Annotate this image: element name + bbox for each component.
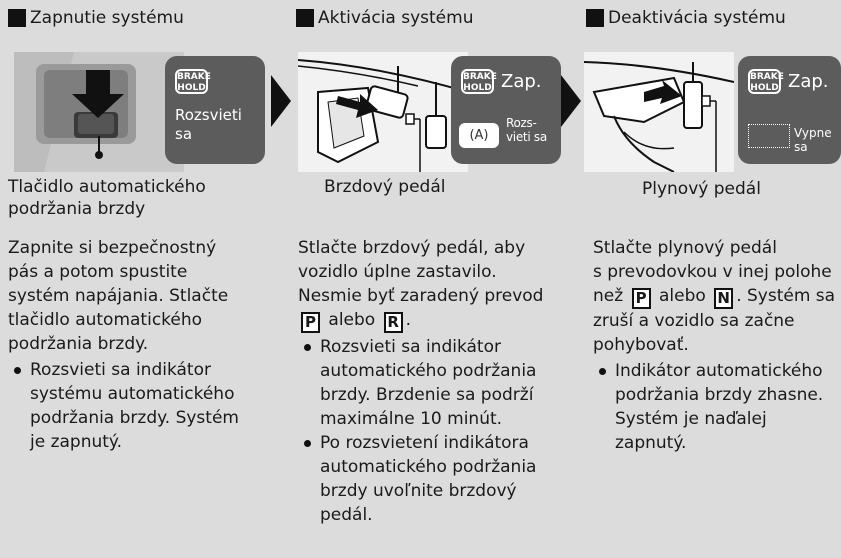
bullet-item: Indikátor automatického podržania brzdy …: [593, 359, 841, 455]
text-line: Rozsvieti sa indikátor: [30, 360, 211, 380]
panel-line: sa: [175, 125, 193, 143]
bullet-item: Rozsvieti sa indikátor automatického pod…: [298, 335, 581, 431]
accelerator-pedal-illustration: [584, 52, 754, 172]
badge-line: BRAKE: [177, 72, 211, 82]
brake-pedal-illustration: [298, 52, 468, 172]
text-line: automatického podržania: [320, 457, 537, 477]
badge-line: BRAKE: [463, 72, 497, 82]
brake-hold-button-photo: [14, 52, 184, 172]
panel-line: Rozsvieti: [175, 106, 242, 124]
text-word: alebo: [328, 310, 376, 330]
text-line: zapnutý.: [615, 433, 687, 453]
gear-r-symbol: R: [383, 312, 403, 333]
text-line: Rozsvieti sa indikátor: [320, 337, 501, 357]
badge-line: BRAKE: [750, 72, 784, 82]
text-line: Po rozsvietení indikátora: [320, 433, 529, 453]
text-line: podržania brzdy.: [8, 334, 149, 354]
text-line: brzdy. Brzdenie sa podrží: [320, 385, 534, 405]
indicator-off-outline-icon: [748, 124, 790, 148]
section-body: Stlačte plynový pedál s prevodovkou v in…: [593, 236, 841, 455]
bullet-item: Po rozsvietení indikátora automatického …: [298, 431, 581, 527]
text-line: podržania brzdy zhasne.: [615, 385, 824, 405]
text-line: pás a potom spustite: [8, 262, 188, 282]
panel-line: vieti sa: [506, 130, 547, 144]
caption-line: Tlačidlo automatického: [8, 177, 206, 197]
heading-text: Deaktivácia systému: [608, 8, 786, 28]
status-on-label: Zap.: [788, 71, 829, 92]
panel-status-text: Rozs-vieti sa: [506, 116, 547, 144]
text-line: Zapnite si bezpečnostný: [8, 238, 217, 258]
instruction-paragraph: Zapnite si bezpečnostný pás a potom spus…: [8, 236, 283, 356]
caption-line: podržania brzdy: [8, 199, 146, 219]
text-line: zruší a vozidlo sa začne: [593, 311, 795, 331]
panel-line: Rozs-: [506, 116, 537, 130]
badge-line: HOLD: [463, 83, 492, 93]
status-on-label: Zap.: [501, 71, 542, 92]
text-line: maximálne 10 minút.: [320, 409, 503, 429]
bullet-item: Rozsvieti sa indikátor systému automatic…: [8, 358, 283, 454]
bullet-list: Rozsvieti sa indikátor systému automatic…: [8, 358, 283, 454]
heading-square-icon: [296, 9, 314, 27]
text-line: podržania brzdy. Systém: [30, 408, 239, 428]
image-caption: Plynový pedál: [642, 179, 761, 199]
panel-line: Vypne: [794, 126, 832, 140]
section-body: Zapnite si bezpečnostný pás a potom spus…: [8, 236, 283, 454]
section-heading: Deaktivácia systému: [586, 8, 786, 28]
text-line: systému automatického: [30, 384, 235, 404]
text-line: systém napájania. Stlačte: [8, 286, 229, 306]
text-line: vozidlo úplne zastavilo.: [298, 262, 497, 282]
next-step-arrow-icon: [271, 75, 291, 127]
instruction-paragraph: Stlačte plynový pedál s prevodovkou v in…: [593, 236, 841, 357]
gear-n-symbol: N: [714, 288, 734, 309]
gear-p-symbol: P: [631, 288, 651, 309]
instruction-paragraph: Stlačte brzdový pedál, aby vozidlo úplne…: [298, 236, 581, 333]
text-line: Stlačte plynový pedál: [593, 238, 777, 258]
section-heading: Aktivácia systému: [296, 8, 473, 28]
text-line: automatického podržania: [320, 361, 537, 381]
heading-text: Zapnutie systému: [30, 8, 184, 28]
text-line: s prevodovkou v inej polohe: [593, 262, 832, 282]
text-line: Stlačte brzdový pedál, aby: [298, 238, 526, 258]
section-heading: Zapnutie systému: [8, 8, 184, 28]
text-word: než: [593, 286, 624, 306]
badge-line: HOLD: [177, 83, 206, 93]
gear-p-symbol: P: [301, 312, 320, 333]
text-line: pohybovať.: [593, 335, 689, 355]
auto-brake-hold-indicator-icon: (A): [459, 123, 499, 148]
bullet-list: Rozsvieti sa indikátor automatického pod…: [298, 335, 581, 527]
text-line: brzdy uvoľnite brzdový: [320, 481, 517, 501]
heading-square-icon: [586, 9, 604, 27]
panel-line: sa: [794, 140, 808, 154]
text-word: alebo: [658, 286, 706, 306]
image-caption: Brzdový pedál: [324, 177, 446, 197]
badge-line: HOLD: [750, 83, 779, 93]
auto-symbol: (A): [469, 128, 489, 143]
heading-square-icon: [8, 9, 26, 27]
text-line: Indikátor automatického: [615, 361, 823, 381]
text-line: je zapnutý.: [30, 432, 122, 452]
text-line: Nesmie byť zaradený prevod: [298, 286, 544, 306]
heading-text: Aktivácia systému: [318, 8, 474, 28]
text-line: Systém je naďalej: [615, 409, 767, 429]
text-word: .: [405, 310, 412, 330]
text-word: . Systém sa: [736, 286, 836, 306]
bullet-list: Indikátor automatického podržania brzdy …: [593, 359, 841, 455]
text-line: pedál.: [320, 505, 373, 525]
text-line: tlačidlo automatického: [8, 310, 203, 330]
section-body: Stlačte brzdový pedál, aby vozidlo úplne…: [298, 236, 581, 527]
next-step-arrow-icon: [561, 75, 581, 127]
